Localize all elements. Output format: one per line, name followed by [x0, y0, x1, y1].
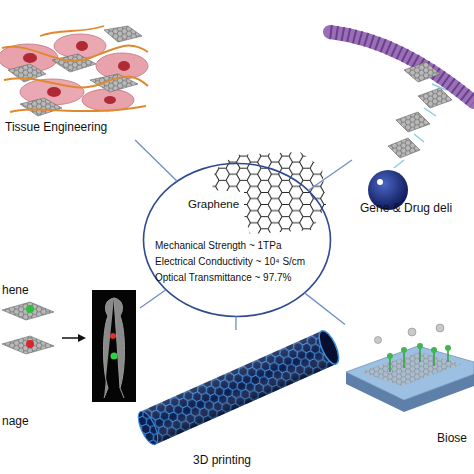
delivery-illustration [330, 32, 474, 210]
graphene-sheet [396, 112, 430, 132]
biosensor-illustration [346, 324, 474, 412]
connector-line [135, 140, 177, 181]
nanotube-end [134, 409, 161, 448]
graphene-sheet [52, 54, 96, 72]
graphene-sheet [404, 62, 440, 82]
receptor-head [445, 345, 451, 351]
fiber [2, 45, 148, 60]
cell [82, 89, 134, 111]
red-signal [110, 333, 116, 339]
connector-line [305, 293, 345, 325]
fiber [4, 77, 148, 88]
receptor-head [431, 347, 437, 353]
graphene-sheet [20, 98, 62, 116]
receptor-head [387, 353, 393, 359]
application-label: hene [2, 284, 29, 298]
application-panel: Tissue Engineering [0, 22, 150, 140]
property-line: Electrical Conductivity ~ 10⁴ S/cm [155, 256, 305, 268]
red-probe [26, 340, 34, 348]
connector-line [140, 290, 166, 308]
nucleus [104, 96, 116, 104]
graphene-layer [360, 352, 462, 386]
sphere-highlight [377, 179, 383, 185]
material-name: Graphene [188, 198, 239, 211]
nucleus [47, 87, 61, 97]
connector-line [235, 316, 236, 330]
ellipse-outline [144, 164, 331, 317]
application-label: 3D printing [193, 454, 251, 468]
tissue-illustration [0, 26, 148, 116]
receptor [390, 348, 448, 372]
green-signal [111, 353, 118, 360]
imaging-illustration [2, 290, 136, 402]
graphene-sheet [388, 138, 420, 158]
application-label: nage [2, 415, 29, 429]
linker [394, 84, 446, 168]
application-panel: Biose [345, 300, 474, 450]
analyte [375, 337, 382, 344]
analyte [408, 328, 416, 336]
nucleus [23, 53, 37, 63]
dna-stripes [330, 32, 474, 102]
receptor-head [417, 343, 423, 349]
graphene-sheet [2, 302, 54, 320]
fiber [40, 26, 104, 36]
center-ellipse: GrapheneMechanical Strength ~ 1TPaElectr… [142, 162, 332, 318]
application-label: Biose [437, 432, 467, 446]
dna-strand [330, 32, 474, 102]
application-panel: 3D printing [135, 330, 335, 470]
analyte [436, 324, 444, 332]
cell [96, 53, 148, 79]
nanotube-wall [141, 331, 337, 444]
application-panel: Gene & Drug deli [352, 15, 474, 220]
green-probe [26, 305, 34, 313]
connector-line [308, 160, 352, 190]
graphene-sheet [418, 88, 452, 108]
receptor-head [401, 347, 407, 353]
application-label: Tissue Engineering [5, 121, 107, 135]
fiber [10, 106, 146, 112]
graphene-sheet [104, 26, 142, 42]
application-panel: hene nage [0, 282, 140, 432]
nucleus [118, 61, 130, 71]
property-line: Optical Transmittance ~ 97.7% [155, 272, 291, 284]
nucleus [76, 41, 88, 51]
nanotube-shading [141, 331, 337, 444]
nanotube-opening [315, 328, 342, 367]
arrow-shaft [62, 337, 80, 339]
application-label: Gene & Drug deli [360, 202, 452, 216]
arrow-head [78, 334, 86, 342]
graphene-sheet [2, 336, 54, 354]
mouse-image [92, 290, 136, 402]
nanotube [134, 328, 342, 447]
mouse-body [104, 298, 125, 398]
sensor-surface [346, 346, 474, 400]
property-line: Mechanical Strength ~ 1TPa [155, 240, 281, 252]
